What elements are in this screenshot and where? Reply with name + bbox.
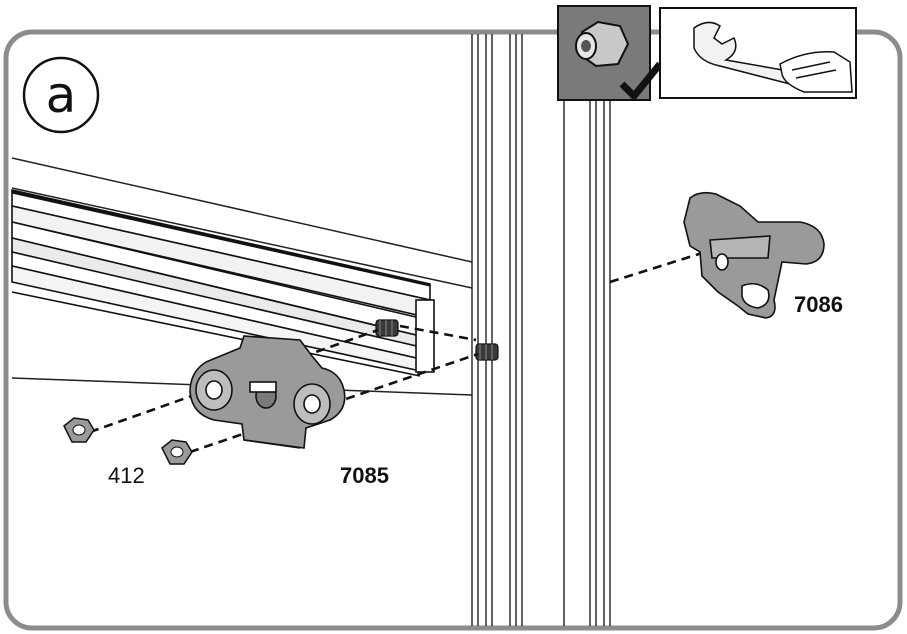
checkmark-icon	[619, 61, 663, 102]
rail-top-edge	[11, 190, 431, 287]
stud-1	[375, 319, 399, 337]
wrench-icon	[693, 21, 853, 93]
nut-412-b	[161, 439, 193, 465]
upright-left	[471, 34, 523, 626]
nut-icon	[575, 20, 630, 68]
rail-profile	[11, 189, 435, 377]
step-letter: a	[45, 66, 77, 124]
part-label-412: 412	[108, 463, 145, 488]
step-circle	[22, 56, 100, 134]
part-label-7086: 7086	[794, 292, 843, 317]
clip-7086	[683, 191, 825, 319]
part-label-7085: 7085	[340, 463, 389, 488]
nut-412-a	[63, 417, 95, 443]
diagram-frame	[3, 29, 903, 631]
bracket-7085	[189, 335, 346, 449]
stud-2	[475, 343, 499, 361]
upright-right	[563, 100, 611, 626]
